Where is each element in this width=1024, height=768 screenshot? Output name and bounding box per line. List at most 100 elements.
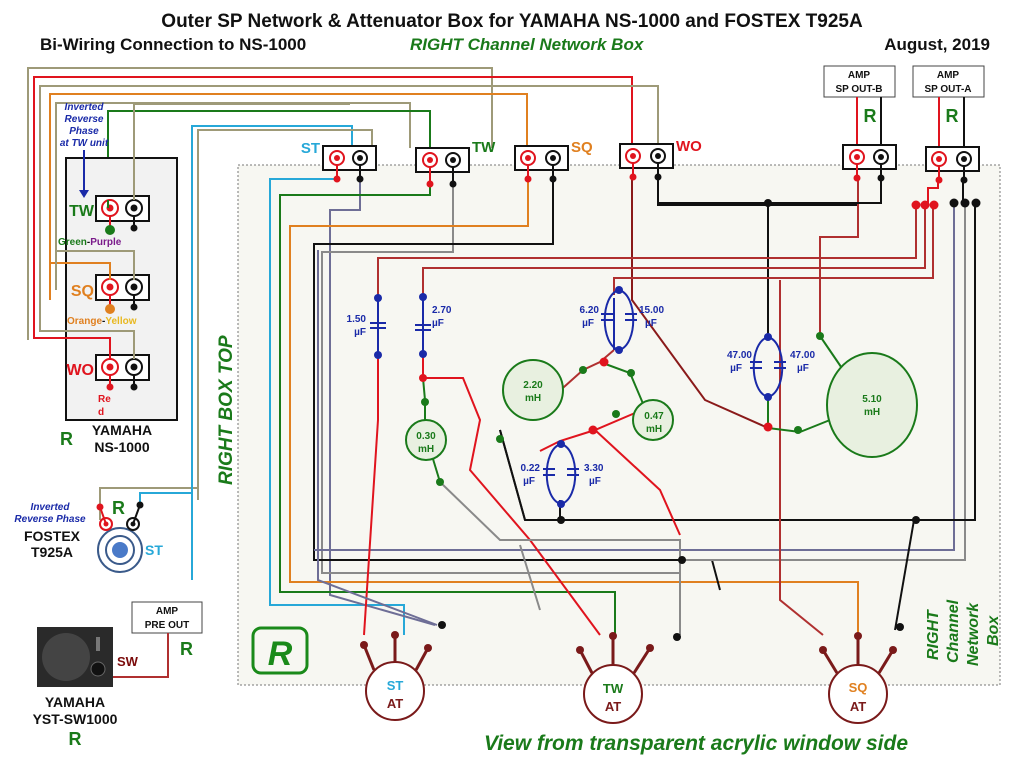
inductor1-unit: mH	[418, 444, 434, 455]
capacitor-1	[370, 294, 386, 359]
amp-sp-out-a: AMP SP OUT-A R	[911, 65, 985, 210]
svg-text:Inverted: Inverted	[65, 102, 105, 113]
subwoofer	[37, 627, 113, 687]
cap5a-unit: µF	[730, 363, 742, 374]
inductor4-value: 5.10	[862, 394, 882, 405]
svg-text:Re: Re	[98, 394, 111, 405]
cap3b-value: 15.00	[639, 305, 664, 316]
amp-pre-out-box	[131, 601, 203, 634]
ns1000-terminal-leads	[33, 104, 135, 359]
amp-pre-out-line1: AMP	[156, 606, 179, 617]
terminal-st: ST	[301, 140, 377, 183]
fostex-name-line1: FOSTEX	[24, 528, 81, 544]
fostex-note-line2: Reverse Phase	[14, 514, 86, 525]
cap4a-unit: µF	[523, 476, 535, 487]
subwoofer-channel: R	[69, 729, 82, 749]
box-corner-label: RIGHT Channel Network Box	[925, 599, 1002, 666]
svg-text:RIGHT: RIGHT	[925, 609, 942, 660]
svg-text:TW: TW	[69, 203, 95, 220]
arrow-head-icon	[79, 190, 89, 198]
svg-text:Green-Purple: Green-Purple	[58, 237, 122, 248]
svg-text:SQ: SQ	[71, 283, 94, 300]
svg-text:at TW unit: at TW unit	[60, 138, 109, 149]
svg-text:Channel: Channel	[945, 599, 962, 663]
subwoofer-name-line1: YAMAHA	[45, 694, 105, 710]
svg-text:Network: Network	[965, 602, 982, 666]
svg-text:TW: TW	[472, 139, 496, 156]
ns1000-name-line2: NS-1000	[94, 439, 149, 455]
wire-green-tw	[107, 110, 431, 200]
capacitor-pair-3	[601, 286, 637, 354]
inductor-1	[405, 374, 447, 486]
cap4b-value: 3.30	[584, 463, 604, 474]
inductor1-value: 0.30	[416, 431, 436, 442]
box-badge	[251, 626, 309, 675]
fostex-st-label: ST	[145, 542, 163, 558]
attenuator-tw-top: TW	[603, 681, 624, 696]
date-label: August, 2019	[884, 35, 990, 54]
svg-text:ST: ST	[301, 140, 320, 157]
inductor2-value: 2.20	[523, 380, 543, 391]
cap3a-unit: µF	[582, 318, 594, 329]
svg-text:R: R	[864, 106, 877, 126]
page-title: Outer SP Network & Attenuator Box for YA…	[161, 11, 863, 32]
subtitle-center: RIGHT Channel Network Box	[410, 35, 645, 54]
cap4b-unit: µF	[589, 476, 601, 487]
ns1000-name-line1: YAMAHA	[92, 422, 152, 438]
cap1-value: 1.50	[347, 314, 367, 325]
fostex-channel: R	[112, 498, 125, 518]
svg-text:SP OUT-A: SP OUT-A	[924, 84, 971, 95]
terminal-wo: WO	[619, 138, 702, 181]
ns1000-terminal-wo: WO Re d	[66, 354, 150, 418]
attenuator-sq-bottom: AT	[850, 699, 866, 714]
amp-pre-out-channel: R	[180, 639, 193, 659]
ns1000-note: Inverted Reverse Phase at TW unit	[60, 102, 109, 149]
sw-label: SW	[117, 654, 139, 669]
inductor-3	[588, 369, 674, 441]
amp-sp-out-b: AMP SP OUT-B R	[658, 65, 897, 207]
inductor4-unit: mH	[864, 407, 880, 418]
inductor2-unit: mH	[525, 393, 541, 404]
inductor3-value: 0.47	[644, 411, 664, 422]
wire-tan-wo	[39, 85, 659, 326]
cap5b-unit: µF	[797, 363, 809, 374]
svg-text:WO: WO	[676, 138, 702, 155]
inductor3-unit: mH	[646, 424, 662, 435]
cap5b-value: 47.00	[790, 350, 815, 361]
svg-text:SP OUT-B: SP OUT-B	[835, 84, 882, 95]
attenuator-tw	[576, 556, 686, 724]
cap4a-value: 0.22	[521, 463, 541, 474]
cap2-value: 2.70	[432, 305, 452, 316]
fostex-name-line2: T925A	[31, 544, 73, 560]
attenuator-sq	[819, 516, 920, 724]
inductor-2	[496, 357, 609, 443]
attenuator-tw-bottom: AT	[605, 699, 621, 714]
ns1000-terminal-tw: TW Green-Purple	[58, 195, 150, 248]
cap2-unit: µF	[432, 318, 444, 329]
ns1000-terminal-sq: SQ Orange-Yellow	[67, 274, 150, 327]
inductor-4	[763, 332, 918, 458]
wire-tan-st	[197, 129, 373, 500]
svg-text:AMP: AMP	[848, 70, 871, 81]
svg-text:Box: Box	[985, 615, 1002, 646]
svg-text:Orange-Yellow: Orange-Yellow	[67, 316, 137, 327]
subtitle-left: Bi-Wiring Connection to NS-1000	[40, 35, 306, 54]
subwoofer-name-line2: YST-SW1000	[33, 711, 118, 727]
fostex-note-line1: Inverted	[31, 502, 71, 513]
terminal-tw: TW	[415, 139, 496, 188]
amp-pre-out-line2: PRE OUT	[145, 620, 189, 631]
svg-text:R: R	[946, 106, 959, 126]
wire-cyan-st	[191, 125, 353, 580]
capacitor-pair-5	[750, 333, 786, 401]
fostex-tweeter	[96, 470, 199, 573]
box-side-label: RIGHT BOX TOP	[216, 335, 237, 485]
attenuator-st-top: ST	[387, 678, 404, 693]
box-badge-label: R	[268, 635, 293, 673]
cap1-unit: µF	[354, 327, 366, 338]
ns1000-channel: R	[60, 429, 73, 449]
attenuator-sq-top: SQ	[849, 680, 868, 695]
svg-text:AMP: AMP	[937, 70, 960, 81]
svg-text:Reverse: Reverse	[65, 114, 104, 125]
capacitor-pair-4	[543, 440, 579, 524]
